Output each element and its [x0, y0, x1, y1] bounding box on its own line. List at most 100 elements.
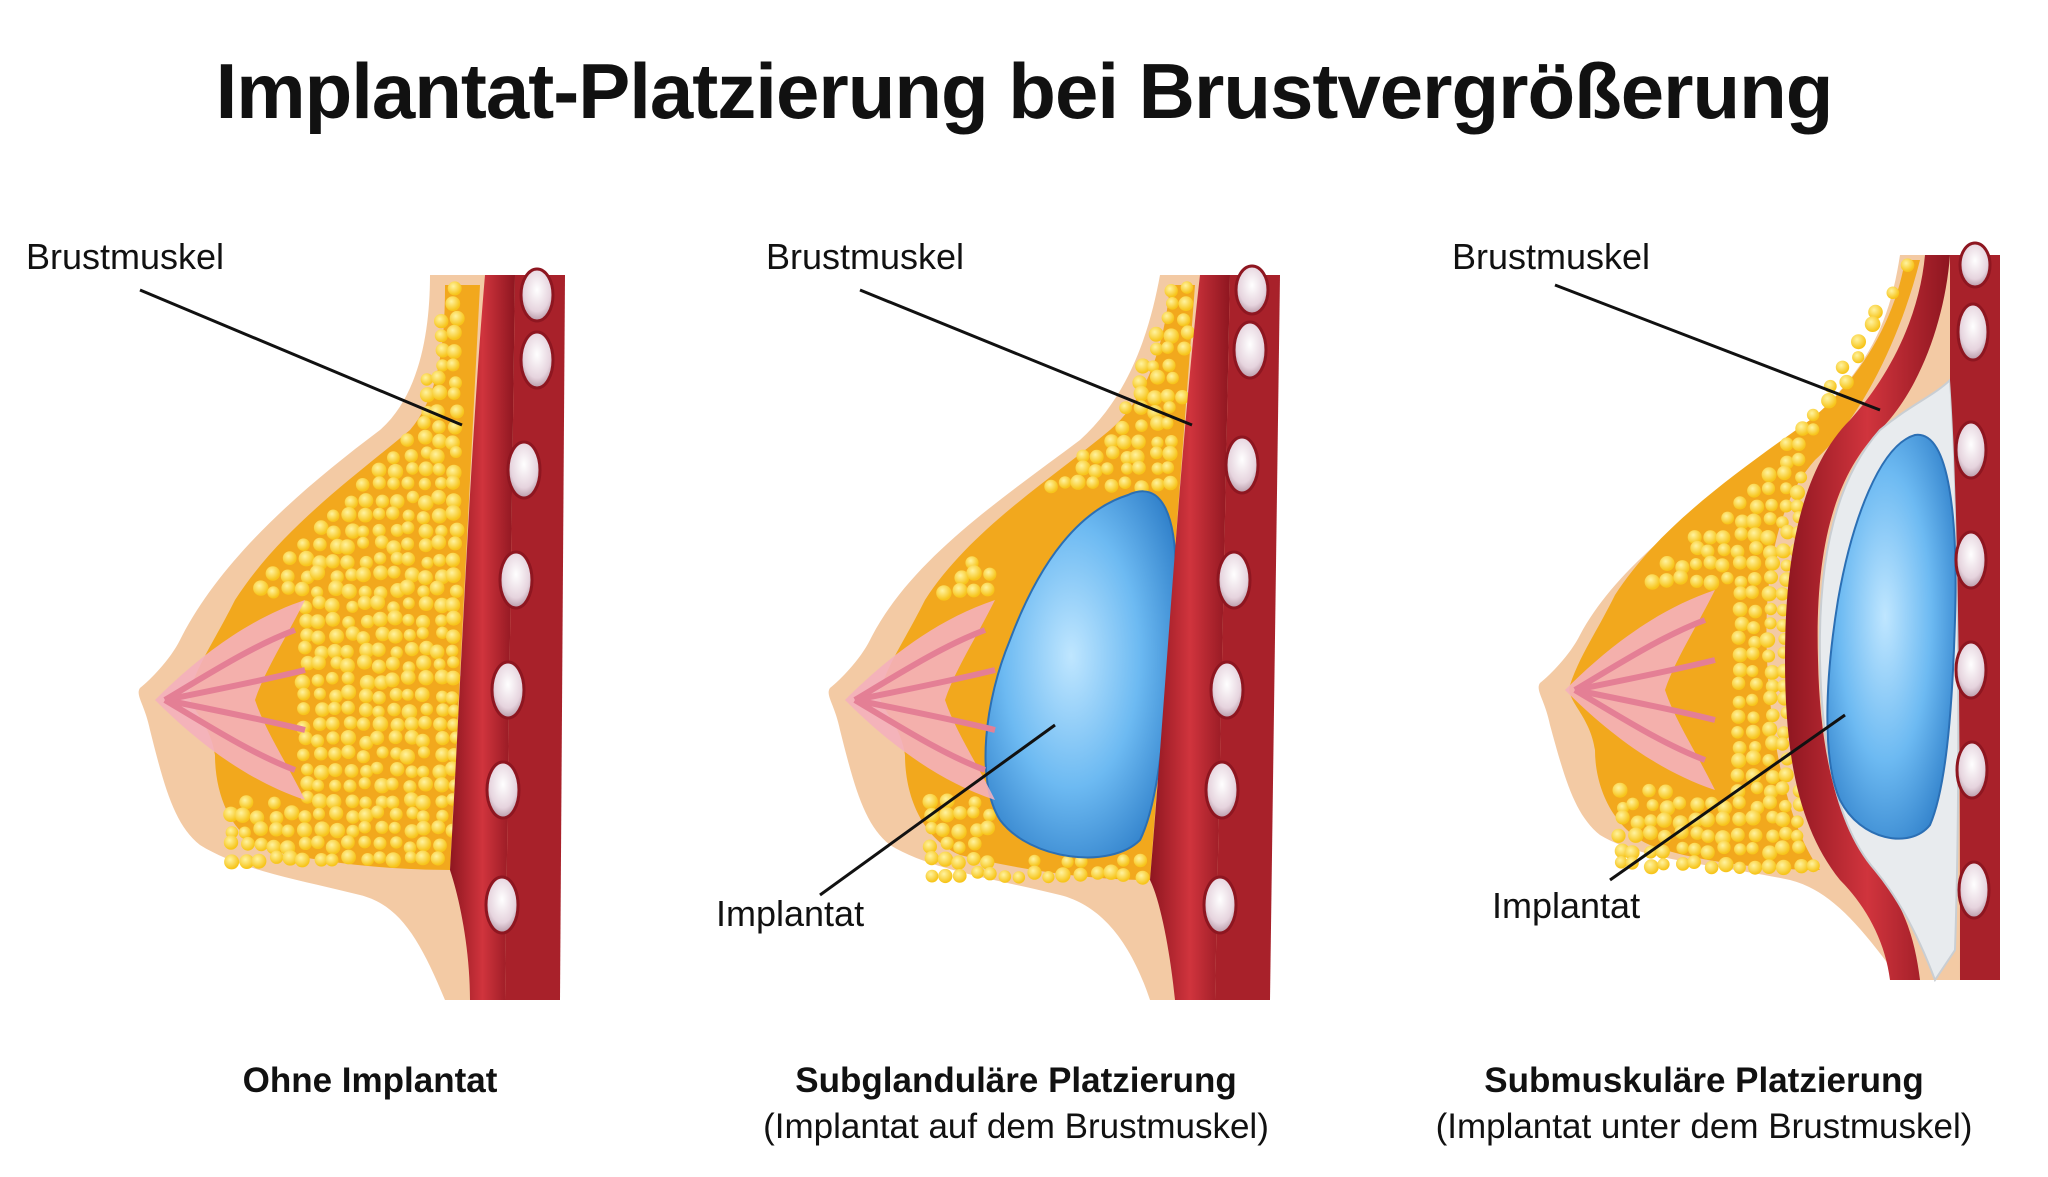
fat-globule — [1746, 665, 1759, 677]
caption-title: Submuskuläre Platzierung — [1484, 1061, 1924, 1100]
fat-globule — [1672, 796, 1687, 810]
fat-globule — [435, 731, 450, 746]
fat-globule — [1731, 726, 1744, 739]
fat-globule — [370, 761, 384, 775]
fat-globule — [375, 820, 389, 834]
fat-globule — [358, 702, 374, 718]
fat-globule — [1180, 281, 1194, 294]
fat-globule — [343, 779, 357, 793]
fat-globule — [357, 595, 372, 611]
fat-globule — [374, 535, 389, 549]
fat-globule — [1748, 828, 1763, 843]
caption-subtitle: (Implantat auf dem Brustmuskel) — [763, 1107, 1269, 1146]
fat-globule — [346, 824, 360, 838]
fat-globule — [1731, 630, 1746, 645]
fat-globule — [375, 626, 391, 642]
implant-leader-line — [1609, 713, 1846, 882]
fat-globule — [1745, 810, 1761, 826]
fat-globule — [1162, 358, 1176, 372]
fat-globule — [1117, 854, 1130, 867]
fat-globule — [1780, 524, 1795, 540]
fat-globule — [1762, 754, 1775, 767]
fat-globule — [1791, 815, 1804, 828]
fat-globule — [326, 794, 342, 810]
fat-globule — [1851, 334, 1866, 350]
mammary-gland — [1565, 590, 1716, 790]
fat-globule — [325, 853, 339, 867]
fat-globule — [1733, 496, 1747, 510]
fat-globule — [400, 670, 416, 685]
fat-globule — [952, 869, 967, 883]
fat-globule — [980, 855, 995, 870]
fat-globule — [445, 475, 461, 490]
fat-globule — [325, 611, 341, 627]
fat-globule — [315, 702, 330, 717]
fat-globule — [341, 835, 355, 850]
fat-globule — [952, 583, 968, 598]
fat-globule — [390, 551, 404, 565]
fat-globule — [298, 550, 315, 567]
fat-globule — [239, 795, 254, 810]
fat-globule — [374, 778, 390, 794]
fat-globule — [1703, 530, 1718, 545]
fat-globule — [1164, 284, 1178, 298]
fat-globule — [387, 565, 401, 579]
fat-globule — [935, 822, 950, 837]
fat-globule — [372, 705, 385, 718]
fat-globule — [390, 523, 404, 537]
fat-globule — [388, 821, 401, 834]
fat-globule — [298, 731, 313, 746]
fat-globule — [431, 508, 447, 524]
fat-globule — [445, 670, 461, 686]
fat-globule — [387, 702, 401, 717]
fat-globule — [1721, 511, 1734, 525]
fat-globule — [420, 373, 433, 386]
fat-globule — [344, 764, 359, 778]
fat-globule — [418, 523, 434, 539]
fat-globule — [358, 808, 374, 824]
fat-globule — [1747, 527, 1764, 543]
fat-globule — [296, 822, 313, 838]
muscle-label: Brustmuskel — [26, 236, 225, 277]
fat-globule — [299, 613, 314, 629]
fat-globule — [435, 614, 448, 627]
fat-globule — [399, 748, 416, 765]
fat-globule — [1644, 814, 1658, 828]
fat-globule — [403, 629, 416, 642]
fat-globule — [1612, 782, 1628, 798]
fat-globule — [1764, 665, 1780, 680]
fat-globule — [1778, 767, 1794, 783]
fat-globule — [1746, 513, 1762, 529]
fat-globule — [404, 824, 419, 839]
fat-globule — [1795, 471, 1808, 484]
muscle-leader-line — [139, 288, 463, 427]
fat-globule — [389, 807, 403, 821]
fat-globule — [281, 581, 296, 595]
fat-globule — [370, 594, 386, 610]
fat-globule — [280, 569, 295, 584]
fat-globule — [389, 494, 405, 509]
fat-globule — [404, 792, 419, 807]
fat-globule — [358, 585, 372, 599]
fat-globule — [298, 810, 312, 824]
fat-globule — [1076, 449, 1090, 463]
fat-globule — [401, 704, 418, 720]
fat-globule — [1775, 587, 1790, 601]
panel-subglandular: Brustmuskel Implantat Subglanduläre Plat… — [680, 0, 1360, 1177]
fat-globule — [431, 489, 446, 505]
fat-globule — [435, 747, 451, 763]
fat-globule — [433, 658, 446, 671]
fat-globule — [420, 702, 434, 716]
fat-globule — [1148, 326, 1164, 342]
fat-globule — [1806, 408, 1820, 422]
fat-globule — [390, 836, 403, 849]
implant-leader-line — [819, 723, 1056, 897]
fat-globule — [311, 779, 325, 792]
fat-globule — [328, 580, 344, 596]
fat-globule — [312, 595, 327, 610]
fat-globule — [385, 656, 400, 671]
fat-globule — [1764, 570, 1778, 585]
fat-globule — [436, 809, 449, 823]
fat-globule — [1789, 485, 1805, 501]
fat-globule — [1175, 390, 1190, 405]
